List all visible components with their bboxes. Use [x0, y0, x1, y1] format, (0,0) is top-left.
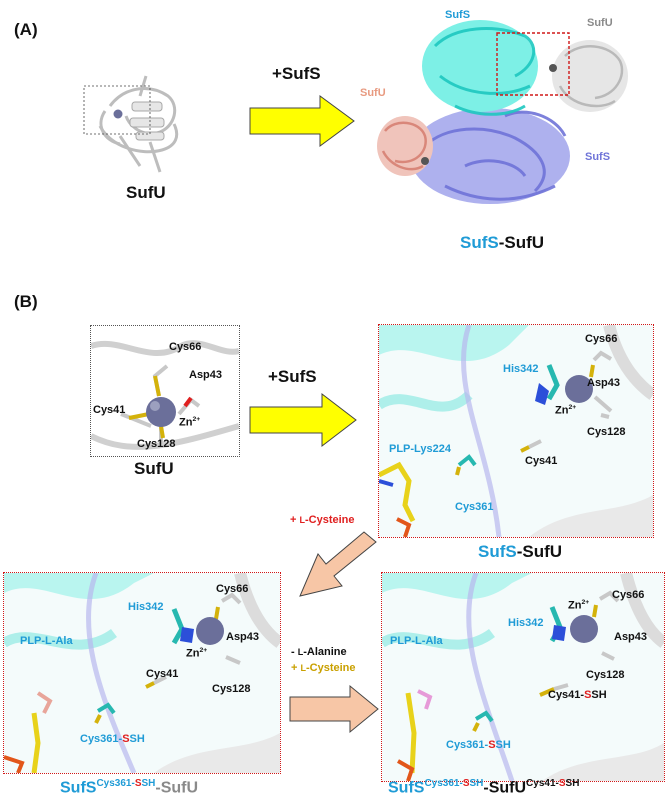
left-cys41: Cys41 [146, 668, 179, 680]
left-zn: Zn2+ [186, 647, 208, 660]
left-cys128: Cys128 [212, 683, 251, 695]
plus-l-cysteine-label-2: + L-Cysteine [291, 662, 356, 674]
complex-cys41: Cys41 [525, 455, 558, 467]
complex-zoom-structure [379, 325, 653, 537]
sufu-caption: SufU [126, 183, 166, 202]
complex-cys128: Cys128 [587, 426, 626, 438]
plus-l-cysteine-label: + L-Cysteine [290, 514, 355, 526]
right-cys41-ssh: Cys41-SSH [548, 689, 607, 701]
right-his342: His342 [508, 617, 544, 629]
left-cys66: Cys66 [216, 583, 249, 595]
sufu-cys41: Cys41 [93, 404, 126, 416]
label-sufs-top: SufS [445, 9, 471, 21]
sufu-zoom-structure [91, 340, 239, 450]
complex-box-caption: SufS-SufU [478, 542, 563, 561]
right-cys128: Cys128 [586, 669, 625, 681]
right-asp43: Asp43 [614, 631, 648, 643]
sufu-structure-image [83, 75, 179, 173]
plus-sufs-label-b: +SufS [268, 367, 317, 386]
sufs-sufu-complex-image [377, 20, 628, 204]
left-zoom-structure [4, 573, 280, 773]
complex-asp43: Asp43 [587, 377, 621, 389]
left-plp-l-ala: PLP-L-Ala [20, 635, 73, 647]
sufu-asp43: Asp43 [189, 369, 223, 381]
label-sufu-left: SufU [360, 87, 386, 99]
left-box-caption: SufSCys361-SSH-SufU [60, 778, 199, 797]
right-cys361-ssh: Cys361-SSH [446, 739, 511, 751]
peach-diagonal-arrow [299, 531, 377, 597]
sufu-zn: Zn2+ [179, 416, 201, 429]
minus-l-alanine-label: - L-Alanine [291, 646, 347, 658]
left-asp43: Asp43 [226, 631, 260, 643]
complex-zn: Zn2+ [555, 404, 577, 417]
sufu-cys66: Cys66 [169, 341, 202, 353]
complex-zoom-box: His342 Cys66 Asp43 Zn2+ Cys128 PLP-Lys22… [378, 324, 654, 538]
complex-his342: His342 [503, 363, 539, 375]
sufu-box-caption: SufU [134, 459, 174, 478]
sufu-cys128: Cys128 [137, 438, 176, 450]
left-cys361-ssh: Cys361-SSH [80, 733, 145, 745]
left-zoom-box: His342 Cys66 Zn2+ Asp43 PLP-L-Ala Cys41 … [3, 572, 281, 774]
left-his342: His342 [128, 601, 164, 613]
right-zn: Zn2+ [568, 599, 590, 612]
right-zoom-box: His342 Zn2+ Cys66 Asp43 PLP-L-Ala Cys128… [381, 572, 665, 782]
yellow-arrow-b [249, 392, 357, 448]
complex-caption-a-sufu: -SufU [498, 233, 545, 252]
complex-caption-a: SufS-SufU [460, 233, 544, 253]
peach-right-arrow [289, 684, 379, 734]
right-cys66: Cys66 [612, 589, 645, 601]
right-box-caption: SufSCys361-SSH-SufUCys41-SSH [388, 778, 580, 797]
complex-cys361: Cys361 [455, 501, 494, 513]
plus-sufs-label-a: +SufS [272, 64, 321, 83]
right-plp-l-ala: PLP-L-Ala [390, 635, 443, 647]
yellow-arrow-a [249, 95, 355, 147]
panel-b-label: (B) [14, 292, 38, 311]
sufu-zoom-box: Cys66 Asp43 Cys41 Zn2+ Cys128 [90, 325, 240, 457]
complex-caption-a-sufs: SufS [460, 233, 499, 252]
label-sufs-bottom: SufS [585, 151, 611, 163]
complex-cys66: Cys66 [585, 333, 618, 345]
panel-a-label: (A) [14, 20, 38, 39]
label-sufu-right: SufU [587, 17, 613, 29]
right-zoom-structure [382, 573, 664, 781]
complex-plp-lys224: PLP-Lys224 [389, 443, 451, 455]
